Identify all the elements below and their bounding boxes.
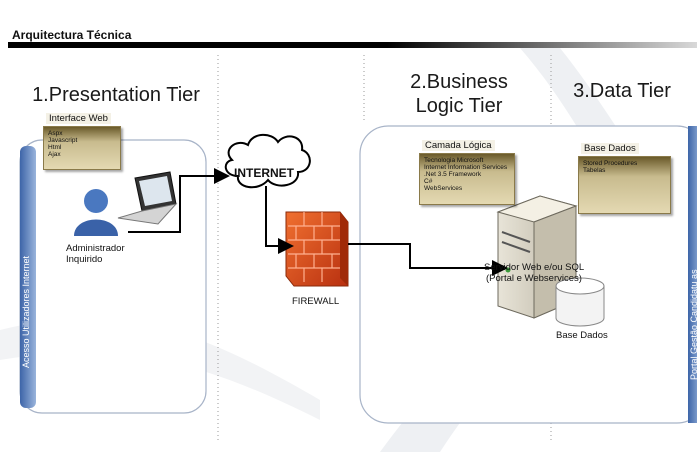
note-item: .Net 3.5 Framework	[424, 171, 482, 178]
tier-heading-business-line2: Logic Tier	[415, 95, 503, 117]
database-icon	[555, 277, 605, 327]
note-item: Javascript	[48, 137, 78, 144]
connector-internet-firewall	[265, 186, 294, 254]
firewall-icon	[285, 211, 349, 287]
user-label-line1: Administrador	[66, 243, 125, 254]
note-title-camada-logica: Camada Lógica	[422, 140, 495, 151]
user-label-line2: Inquirido	[66, 254, 103, 265]
internet-cloud-icon	[224, 133, 311, 189]
note-camada-logica: Tecnologia Microsoft Internet Informatio…	[419, 153, 515, 205]
note-title-base-dados: Base Dados	[581, 143, 639, 154]
server-label-line1: Servidor Web e/ou SQL	[484, 262, 585, 273]
note-item: WebServices	[424, 185, 463, 192]
note-item: Internet Information Services	[424, 164, 508, 171]
tier-heading-data: 3.Data Tier	[573, 80, 671, 102]
note-item: Ajax	[48, 151, 61, 158]
note-item: Html	[48, 144, 62, 151]
tier-heading-business-line1: 2.Business	[410, 71, 508, 93]
tier-heading-presentation: 1.Presentation Tier	[32, 84, 200, 106]
right-side-bar	[688, 126, 697, 423]
page-title: Arquitectura Técnica	[12, 28, 132, 42]
connector-firewall-server	[348, 243, 508, 276]
note-item: Tabelas	[583, 167, 606, 174]
note-item: Tecnologia Microsoft	[424, 157, 484, 164]
note-item: C#	[424, 178, 433, 185]
laptop-icon	[117, 171, 178, 225]
server-label-line2: (Portal e Webservices)	[486, 273, 582, 284]
title-underline	[8, 42, 697, 48]
connector-laptop-internet	[128, 168, 230, 233]
note-base-dados: Stored Procedures Tabelas	[578, 156, 671, 214]
user-icon	[74, 189, 118, 236]
note-interface-web: Aspx Javascript Html Ajax	[43, 126, 121, 170]
right-vertical-label: Portal Gestão Candidatu as	[689, 269, 697, 380]
left-vertical-label: Acesso Utilizadores Internet	[21, 255, 31, 368]
note-title-interface-web: Interface Web	[46, 113, 111, 124]
left-side-bar	[20, 146, 36, 408]
presentation-container	[19, 139, 207, 414]
firewall-label: FIREWALL	[292, 296, 340, 307]
database-label: Base Dados	[556, 330, 608, 341]
internet-label: INTERNET	[234, 166, 294, 180]
note-item: Stored Procedures	[583, 160, 638, 167]
note-item: Aspx	[48, 130, 63, 137]
